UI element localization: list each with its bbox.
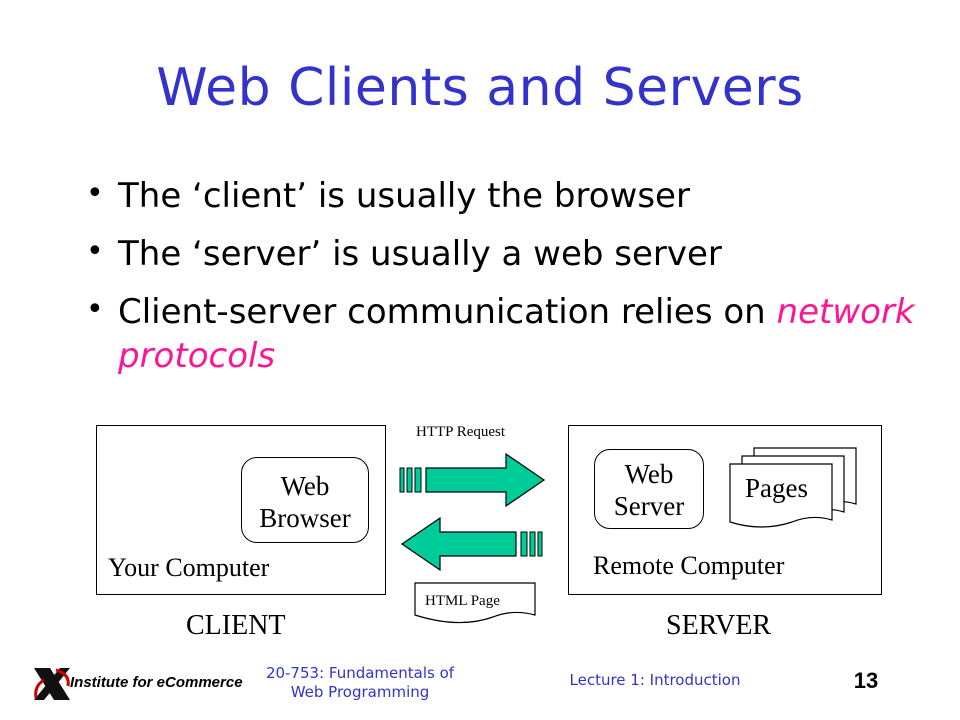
bullet-item: • The ‘server’ is usually a web server (86, 232, 926, 276)
bullet-item: • The ‘client’ is usually the browser (86, 174, 926, 218)
response-arrow-icon (400, 516, 543, 572)
web-server-line1: Web (624, 459, 674, 489)
server-box-label: Remote Computer (593, 551, 785, 580)
html-page-document-icon (414, 582, 536, 624)
pages-stack-icon (729, 447, 857, 528)
bullet-text: Client-server communication relies on (118, 292, 777, 332)
bullet-item: • Client-server communication relies on … (86, 290, 926, 378)
server-caption: SERVER (666, 610, 772, 641)
bullet-text: The ‘server’ is usually a web server (118, 234, 722, 274)
web-browser-box: Web Browser (241, 457, 369, 543)
request-arrow-icon (399, 452, 546, 508)
client-box-label: Your Computer (108, 553, 270, 582)
browser-label-line2: Browser (259, 503, 351, 533)
slide-title: Web Clients and Servers (156, 58, 804, 118)
lecture-label: Lecture 1: Introduction (569, 671, 741, 689)
bullet-icon: • (86, 292, 104, 327)
client-caption: CLIENT (186, 610, 286, 641)
http-request-label: HTTP Request (416, 424, 506, 440)
browser-label-line1: Web (280, 471, 330, 501)
web-server-line2: Server (613, 491, 685, 521)
html-page-label: HTML Page (425, 593, 500, 609)
bullet-list: • The ‘client’ is usually the browser • … (86, 174, 926, 392)
bullet-emphasis: network protocols (118, 292, 915, 376)
bullet-icon: • (86, 234, 104, 269)
page-number: 13 (853, 668, 879, 693)
x-logo-icon (34, 668, 70, 700)
course-line1: 20-753: Fundamentals of (265, 664, 455, 682)
bullet-icon: • (86, 176, 104, 211)
bullet-text: The ‘client’ is usually the browser (118, 176, 690, 216)
web-server-box: Web Server (594, 449, 704, 529)
pages-label: Pages (745, 473, 808, 503)
institute-logo-text: Institute for eCommerce (70, 674, 243, 691)
course-line2: Web Programming (290, 683, 430, 701)
